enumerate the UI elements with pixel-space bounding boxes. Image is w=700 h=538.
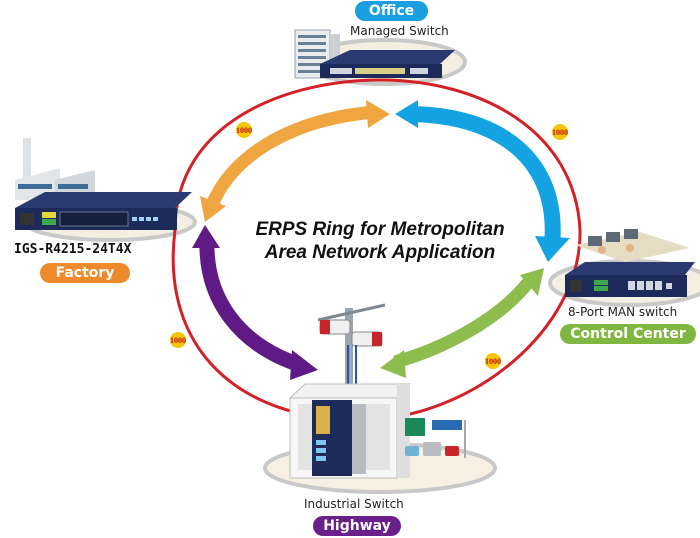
control-room-icon bbox=[575, 229, 690, 262]
factory-icon bbox=[15, 138, 95, 200]
badge-speed-text: 1000 bbox=[236, 126, 252, 135]
arrow-office-factory bbox=[200, 100, 390, 222]
badge-speed-text: 1000 bbox=[170, 336, 186, 345]
office-site-label: Office bbox=[355, 1, 428, 21]
igs-r4215-switch-device bbox=[15, 192, 192, 230]
office-device-label: Managed Switch bbox=[350, 24, 449, 38]
arrow-factory-highway bbox=[192, 225, 318, 380]
badge-circle bbox=[170, 332, 186, 348]
diagram-title: ERPS Ring for Metropolitan Area Network … bbox=[240, 218, 520, 264]
arrow-control-highway bbox=[380, 268, 544, 378]
control-center-site-label: Control Center bbox=[560, 324, 696, 344]
factory-site-label: Factory bbox=[40, 263, 130, 283]
badge-circle bbox=[552, 124, 568, 140]
control-center-device-label: 8-Port MAN switch bbox=[568, 305, 678, 319]
speed-badge-office-factory: 1000 bbox=[236, 122, 252, 138]
industrial-switch-device bbox=[312, 400, 366, 476]
man-switch-device bbox=[565, 262, 695, 297]
factory-device-label: IGS-R4215-24T4X bbox=[14, 242, 132, 257]
managed-switch-device bbox=[320, 50, 455, 78]
highway-device-label: Industrial Switch bbox=[304, 497, 404, 511]
highway-site-label: Highway bbox=[313, 516, 401, 536]
office-building-icon bbox=[294, 29, 340, 79]
highway-camera-icon bbox=[317, 303, 386, 418]
badge-circle bbox=[485, 353, 501, 369]
badge-speed-text: 1000 bbox=[485, 357, 501, 366]
road-sign-icon bbox=[405, 418, 466, 458]
ring-link bbox=[171, 78, 582, 422]
speed-badge-control_center-highway: 1000 bbox=[485, 353, 501, 369]
badge-speed-text: 1000 bbox=[552, 128, 568, 137]
speed-badge-factory-highway: 1000 bbox=[170, 332, 186, 348]
arrow-office-control bbox=[395, 100, 570, 262]
badge-circle bbox=[236, 122, 252, 138]
title-line-2: Area Network Application bbox=[264, 242, 496, 263]
speed-badge-office-control_center: 1000 bbox=[552, 124, 568, 140]
title-line-1: ERPS Ring for Metropolitan bbox=[255, 219, 505, 240]
